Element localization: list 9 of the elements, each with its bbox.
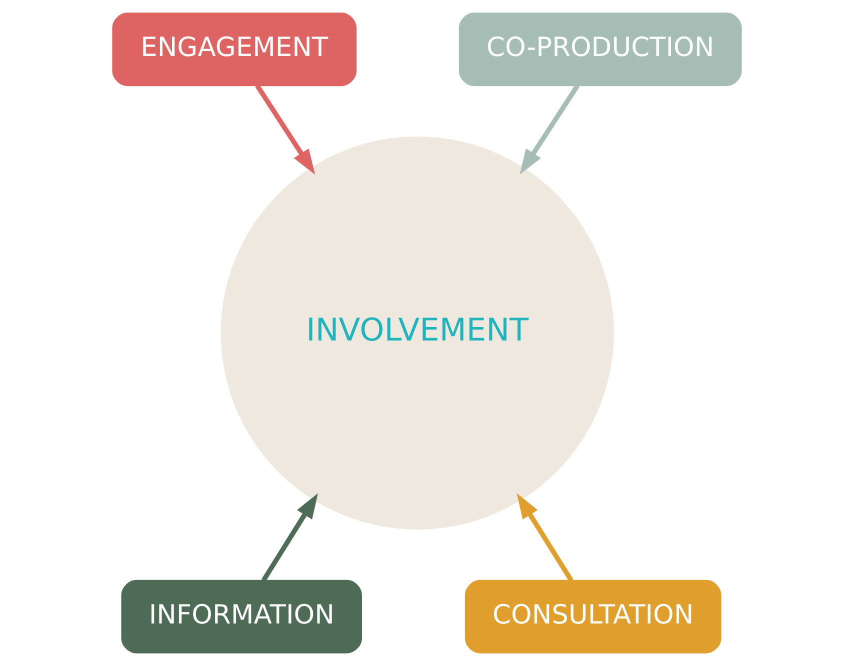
node-box: CONSULTATION [464, 580, 722, 654]
arrow [261, 493, 318, 582]
arrow [520, 84, 580, 175]
node-box: CO-PRODUCTION [458, 12, 742, 86]
node-box: ENGAGEMENT [112, 12, 357, 86]
arrow [516, 493, 574, 582]
node-box: INFORMATION [121, 580, 362, 654]
node-circle: INVOLVEMENT [220, 136, 614, 530]
arrow [255, 84, 316, 175]
